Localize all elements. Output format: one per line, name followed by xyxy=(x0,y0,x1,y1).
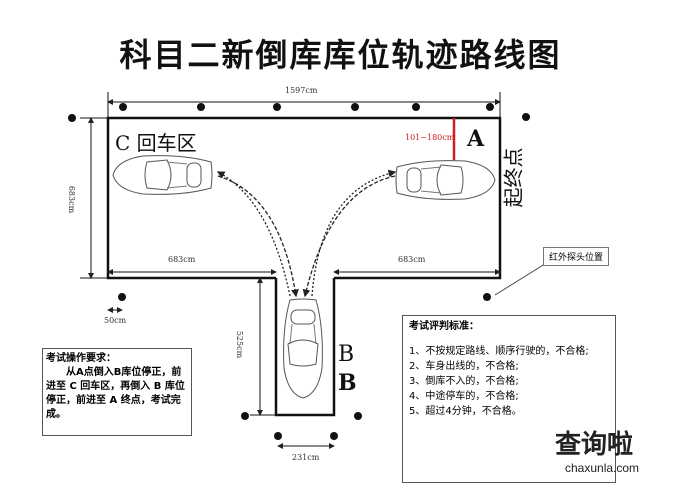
logo-name: 查询啦 xyxy=(555,430,634,460)
point-b-label-bold: B xyxy=(338,370,357,396)
car-a xyxy=(395,160,496,200)
point-a-label: A xyxy=(467,126,485,152)
range-label: 101~180cm xyxy=(405,133,455,142)
car-c xyxy=(112,155,213,195)
left-width-label: 683cm xyxy=(168,255,196,264)
car-b xyxy=(283,298,323,399)
right-width-label: 683cm xyxy=(398,255,426,264)
depth-label: 683cm xyxy=(67,185,77,214)
requirements-body: 从A点倒入B库位停正，前进至 C 回车区，再倒入 B 库位停正，前进至 A 终点… xyxy=(46,367,185,420)
page-title: 科目二新倒库库位轨迹路线图 xyxy=(119,36,562,74)
logo-url: chaxunla.com xyxy=(565,461,640,475)
criteria-item: 1、不按规定路线、顺序行驶的，不合格; xyxy=(409,346,589,357)
total-width-label: 1597cm xyxy=(285,86,318,95)
criteria-title: 考试评判标准： xyxy=(409,321,479,332)
requirements-title: 考试操作要求： xyxy=(46,353,116,364)
stall-width-label: 231cm xyxy=(292,453,320,462)
stall-depth-label: 525cm xyxy=(235,330,245,359)
point-b-label: B xyxy=(338,342,355,367)
point-c-label: C 回车区 xyxy=(115,131,197,155)
criteria-item: 2、车身出线的，不合格; xyxy=(409,361,519,372)
criteria-item: 3、倒库不入的，不合格; xyxy=(409,376,519,387)
requirements-box: 考试操作要求： 从A点倒入B库位停正，前进至 C 回车区，再倒入 B 库位停正，… xyxy=(42,348,192,436)
start-end-label: 起终点 xyxy=(501,147,526,208)
margin-label: 50cm xyxy=(104,316,127,325)
sensor-label: 红外探头位置 xyxy=(543,247,610,266)
criteria-box: 考试评判标准： 1、不按规定路线、顺序行驶的，不合格; 2、车身出线的，不合格;… xyxy=(402,315,616,483)
sensor-text: 红外探头位置 xyxy=(549,253,604,263)
criteria-item: 5、超过4分钟，不合格。 xyxy=(409,406,522,417)
criteria-item: 4、中途停车的，不合格; xyxy=(409,391,519,402)
